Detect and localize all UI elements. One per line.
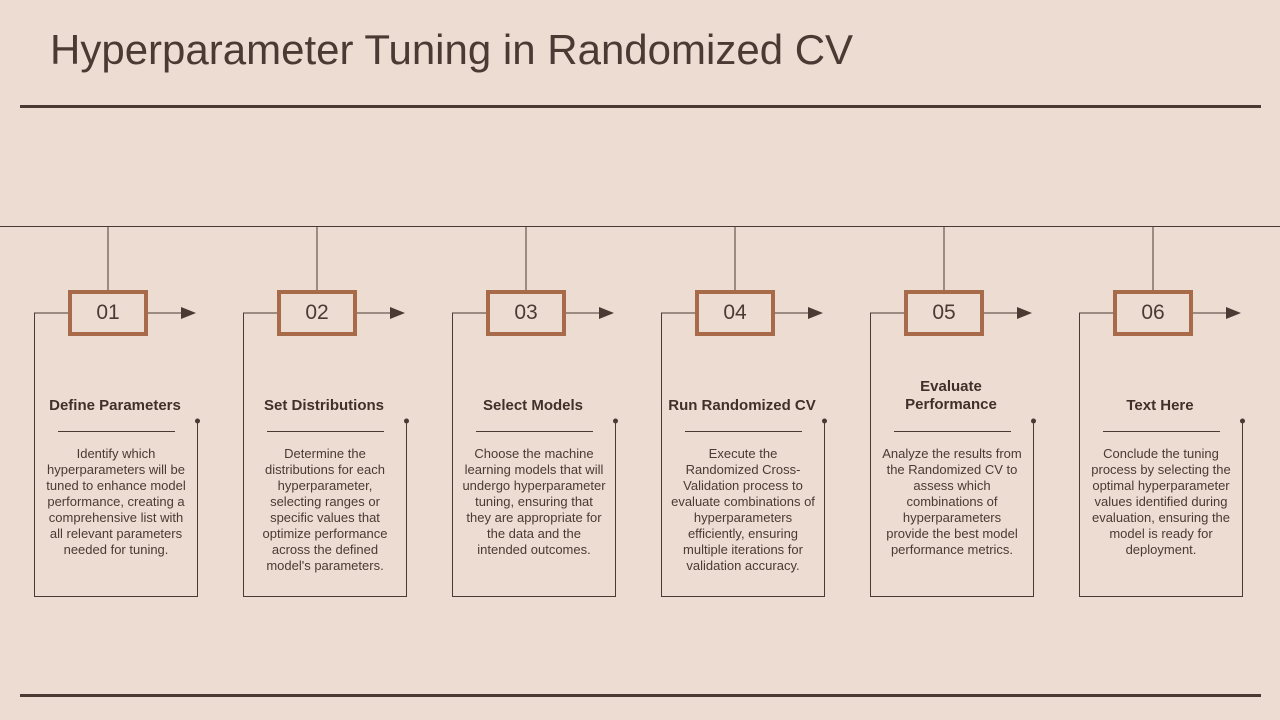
step-card: 02 Set Distributions Determine the distr…	[243, 226, 463, 606]
arrow-right-icon	[181, 307, 196, 319]
arrow-right-icon	[808, 307, 823, 319]
heading-underline	[894, 431, 1011, 432]
arrow-right-icon	[1017, 307, 1032, 319]
dot-icon	[1240, 418, 1245, 424]
step-number-text: 03	[514, 301, 538, 324]
step-description: Conclude the tuning process by selecting…	[1091, 446, 1231, 557]
dot-icon	[195, 418, 200, 424]
dot-icon	[404, 418, 409, 424]
step-connector-lines	[243, 226, 409, 597]
step-connector-lines	[34, 226, 200, 597]
step-number-text: 05	[932, 301, 956, 324]
step-number-text: 01	[96, 301, 120, 324]
step-number-text: 02	[305, 301, 329, 324]
step-number-text: 06	[1141, 301, 1165, 324]
arrow-right-icon	[390, 307, 405, 319]
step-description: Analyze the results from the Randomized …	[882, 446, 1022, 557]
bottom-divider	[20, 694, 1261, 697]
step-number: 01	[68, 290, 148, 336]
dot-icon	[1031, 418, 1036, 424]
step-card: 03 Select Models Choose the machine lear…	[452, 226, 672, 606]
step-card: 06 Text Here Conclude the tuning process…	[1079, 226, 1280, 606]
step-number: 03	[486, 290, 566, 336]
step-connector-lines	[1079, 226, 1245, 597]
step-card: 05 Evaluate Performance Analyze the resu…	[870, 226, 1090, 606]
step-description: Identify which hyperparameters will be t…	[46, 446, 186, 557]
step-heading: Evaluate Performance	[905, 378, 997, 413]
step-number-text: 04	[723, 301, 747, 324]
step-heading: Text Here	[1126, 397, 1194, 414]
top-divider	[20, 105, 1261, 108]
step-description: Choose the machine learning models that …	[462, 446, 606, 557]
step-number: 04	[695, 290, 775, 336]
dot-icon	[613, 418, 618, 424]
step-connector-lines	[452, 226, 618, 597]
arrow-right-icon	[1226, 307, 1241, 319]
heading-underline	[685, 431, 802, 432]
heading-underline	[1103, 431, 1220, 432]
heading-underline	[58, 431, 175, 432]
step-description: Determine the distributions for each hyp…	[262, 446, 388, 573]
step-connector-lines	[870, 226, 1036, 597]
step-card: 04 Run Randomized CV Execute the Randomi…	[661, 226, 881, 606]
timeline-line	[0, 226, 1280, 227]
arrow-right-icon	[599, 307, 614, 319]
step-description: Execute the Randomized Cross-Validation …	[671, 446, 815, 573]
step-heading: Select Models	[482, 397, 584, 414]
step-number: 05	[904, 290, 984, 336]
page-title: Hyperparameter Tuning in Randomized CV	[50, 26, 854, 73]
step-heading: Run Randomized CV	[668, 397, 816, 414]
step-connector-lines	[661, 226, 827, 597]
heading-underline	[267, 431, 384, 432]
step-card: 01 Define Parameters Identify which hype…	[34, 226, 254, 606]
heading-underline	[476, 431, 593, 432]
step-number: 02	[277, 290, 357, 336]
step-heading: Set Distributions	[263, 397, 384, 414]
dot-icon	[822, 418, 827, 424]
step-heading: Define Parameters	[49, 397, 181, 414]
step-number: 06	[1113, 290, 1193, 336]
